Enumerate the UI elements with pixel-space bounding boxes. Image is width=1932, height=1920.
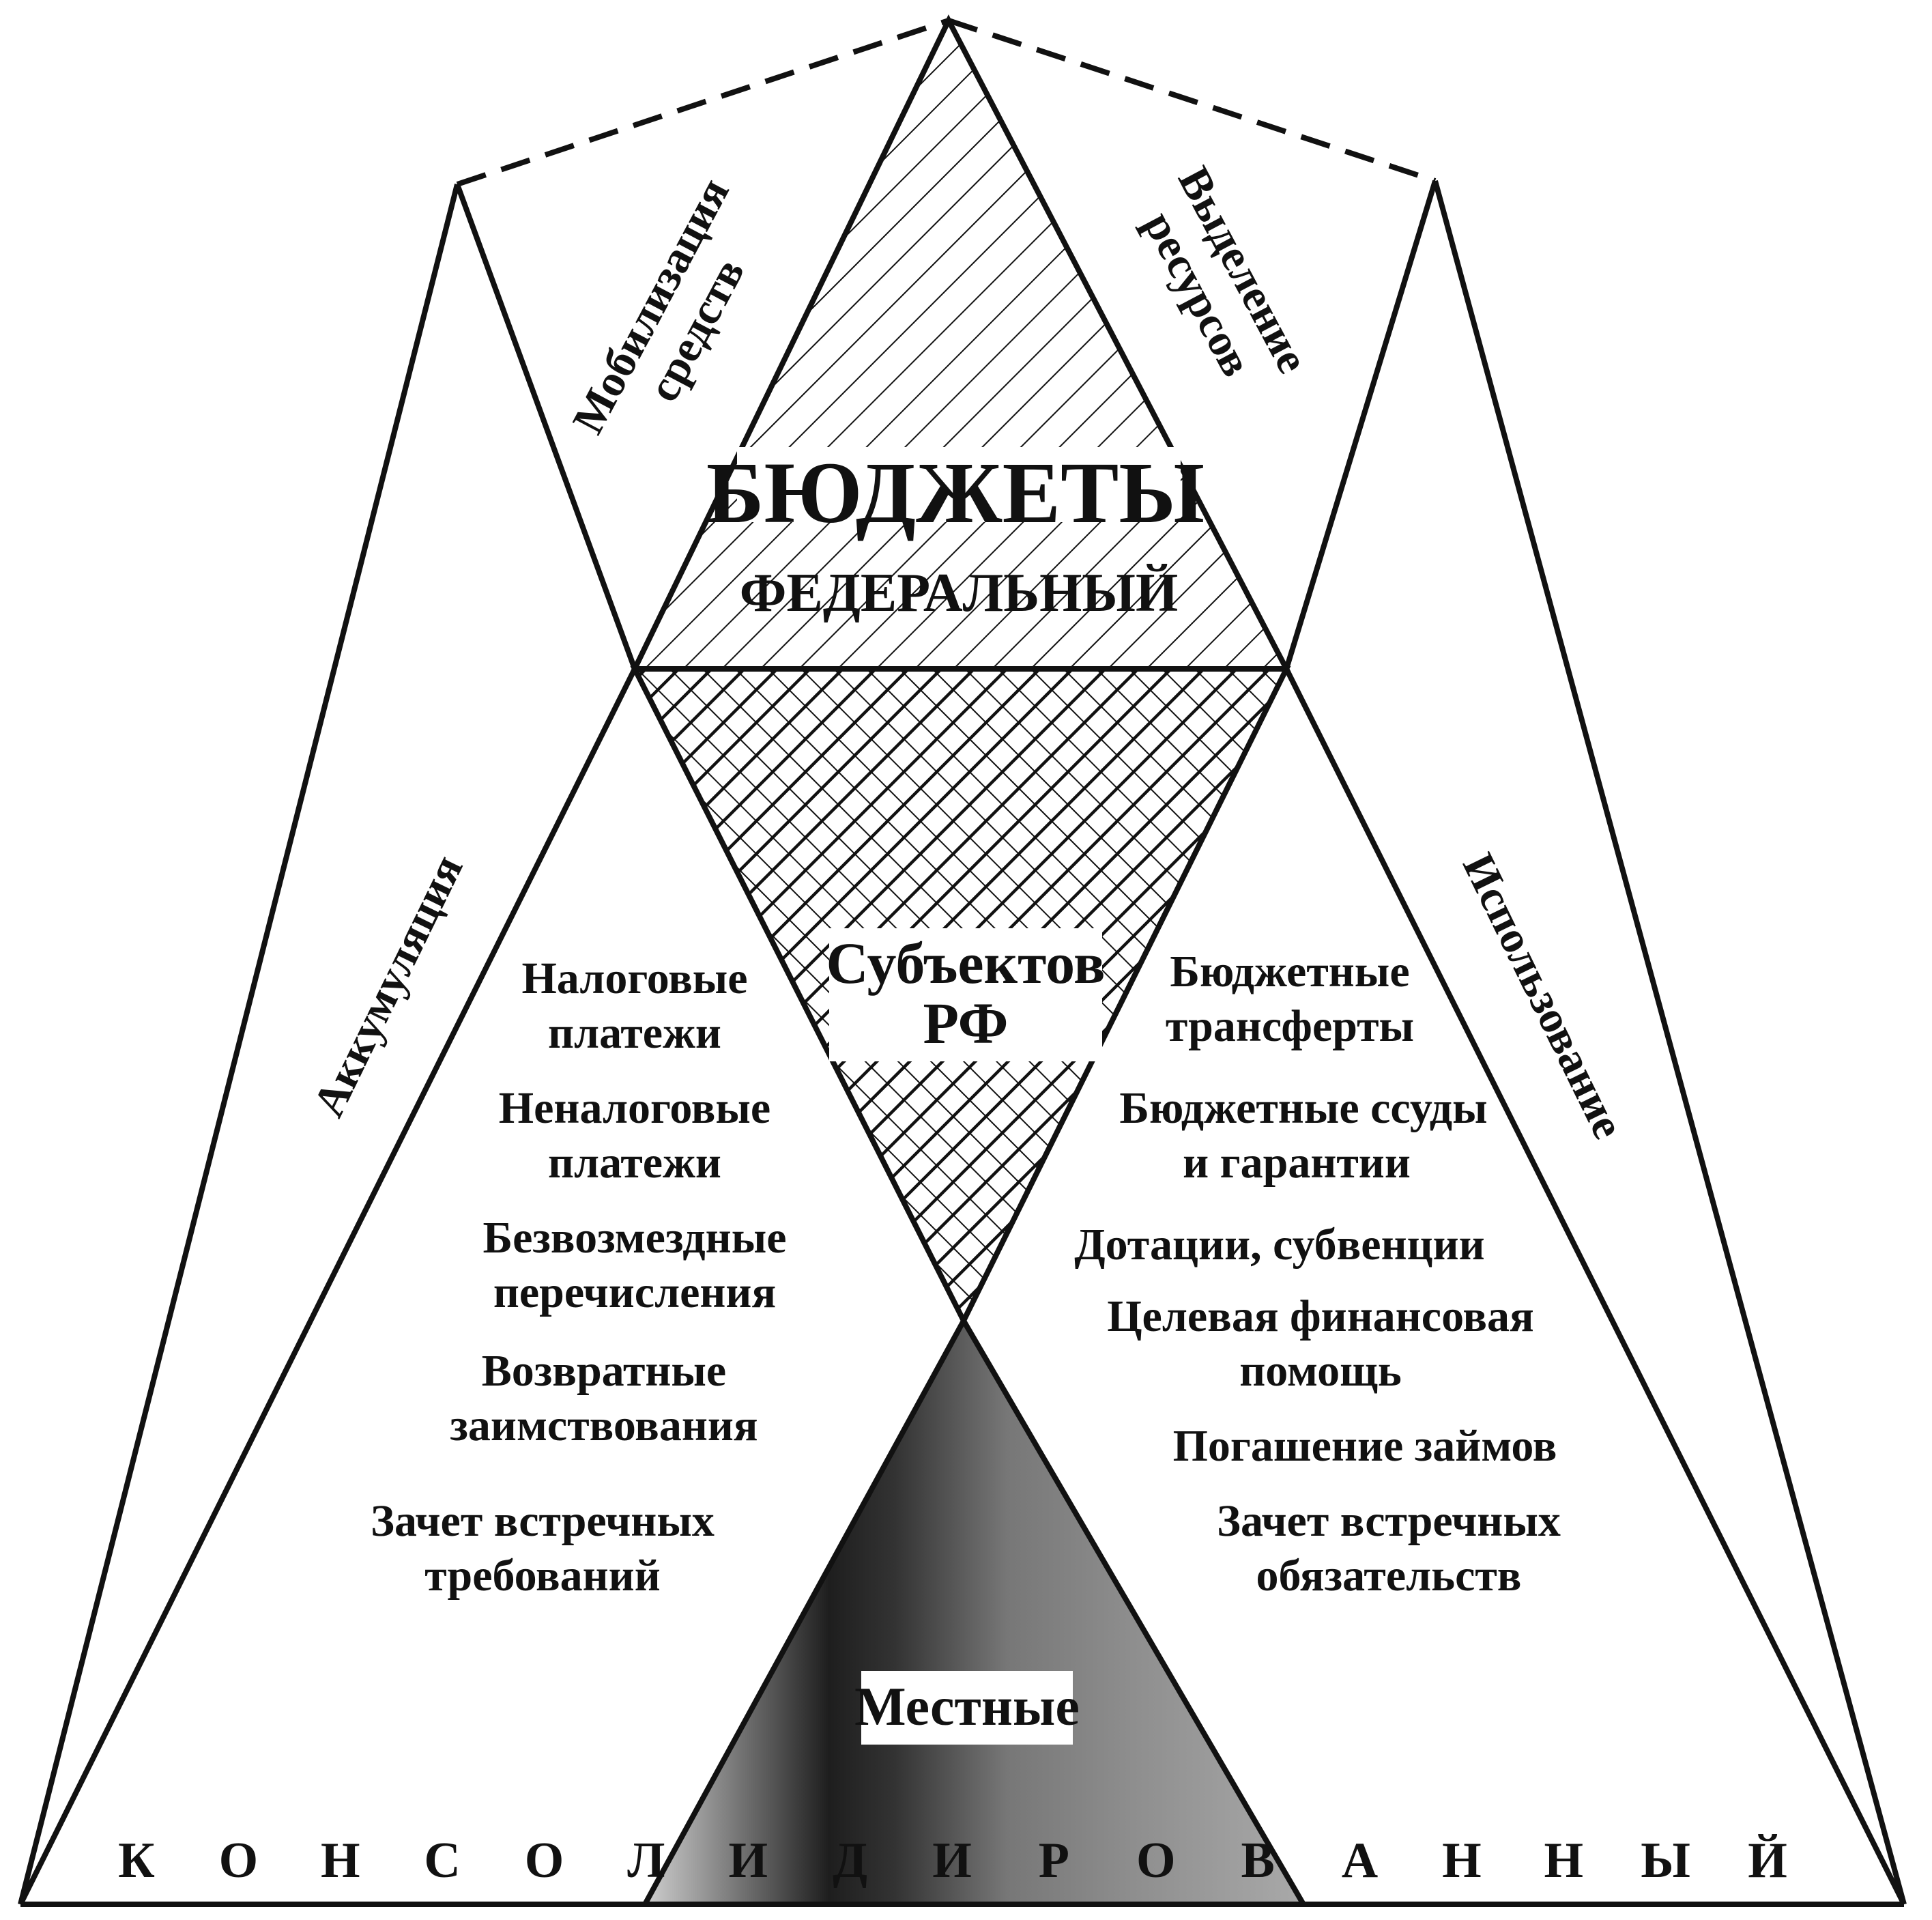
- allocation-label: Выделение ресурсов: [1134, 159, 1318, 384]
- local-label-bg: [861, 1671, 1073, 1745]
- consolidated-letter: О: [525, 1833, 564, 1889]
- consolidated-letter: И: [728, 1833, 768, 1889]
- subjects-label-bg: [829, 928, 1102, 1061]
- consolidated-letter: Н: [1544, 1833, 1583, 1889]
- list-item: платежи: [548, 1008, 721, 1058]
- list-item: Бюджетные: [1170, 947, 1409, 997]
- accumulation-label: Аккумуляция: [304, 848, 473, 1125]
- list-item: требований: [424, 1551, 660, 1601]
- federal-label-bg: [737, 447, 1181, 522]
- consolidated-letter: А: [1342, 1833, 1378, 1889]
- list-item: помощь: [1239, 1346, 1401, 1396]
- list-item: Целевая финансовая: [1107, 1291, 1534, 1341]
- subjects-title-line2: РФ: [923, 990, 1009, 1056]
- outline-lines: [18, 180, 1907, 1907]
- consolidated-letter: И: [932, 1833, 972, 1889]
- mobilization-label: Мобилизация средств: [563, 170, 754, 442]
- list-item: обязательств: [1256, 1551, 1522, 1601]
- budgets-title: БЮДЖЕТЫ: [706, 444, 1205, 541]
- consolidated-letter: В: [1241, 1833, 1274, 1889]
- federal-title: ФЕДЕРАЛЬНЫЙ: [740, 563, 1178, 623]
- consolidated-letter: Й: [1748, 1833, 1787, 1889]
- list-item: платежи: [548, 1138, 721, 1188]
- consolidated-letter: Н: [321, 1833, 360, 1889]
- list-item: Возвратные: [482, 1346, 726, 1396]
- consolidated-letter: О: [219, 1833, 259, 1889]
- local-title: Местные: [854, 1677, 1080, 1737]
- consolidated-letter: Л: [627, 1833, 665, 1889]
- list-item: Дотации, субвенции: [1074, 1220, 1484, 1270]
- list-item: заимствования: [450, 1401, 758, 1450]
- right-items: Бюджетные трансферты Бюджетные ссуды и г…: [1074, 947, 1561, 1601]
- list-item: Бюджетные ссуды: [1119, 1083, 1487, 1133]
- consolidated-letter: Д: [833, 1833, 867, 1889]
- consolidated-letter: Р: [1039, 1833, 1069, 1889]
- subjects-title-line1: Субъектов: [826, 930, 1106, 996]
- dashed-connectors: [456, 18, 1437, 187]
- list-item: Зачет встречных: [371, 1496, 715, 1546]
- list-item: и гарантии: [1183, 1138, 1411, 1188]
- consolidated-letter: Н: [1442, 1833, 1482, 1889]
- list-item: Зачет встречных: [1217, 1496, 1561, 1546]
- consolidated-letter: С: [424, 1833, 460, 1889]
- consolidated-letter: К: [118, 1833, 155, 1889]
- consolidated-letter: О: [1136, 1833, 1176, 1889]
- svg-text:Аккумуляция: Аккумуляция: [304, 848, 473, 1125]
- consolidated-letter: Ы: [1641, 1833, 1690, 1889]
- left-items: Налоговые платежи Неналоговые платежи Бе…: [371, 954, 786, 1601]
- list-item: трансферты: [1166, 1001, 1414, 1051]
- list-item: Неналоговые: [499, 1083, 770, 1133]
- list-item: перечисления: [493, 1267, 776, 1317]
- list-item: Погашение займов: [1173, 1421, 1557, 1471]
- list-item: Безвозмездные: [482, 1213, 786, 1263]
- list-item: Налоговые: [521, 954, 747, 1003]
- local-triangle: [645, 1321, 1303, 1904]
